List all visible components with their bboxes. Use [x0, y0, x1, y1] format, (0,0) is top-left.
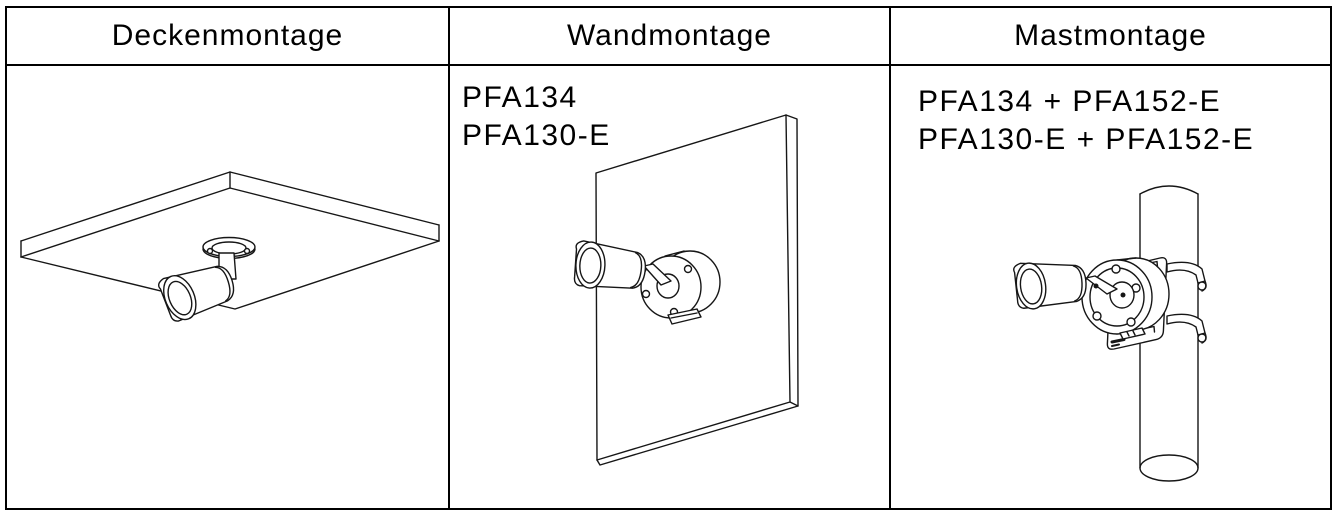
header-label-wall: Wandmontage: [566, 19, 772, 52]
product-line: PFA134 + PFA152-E: [918, 85, 1222, 118]
bullet-camera: [1012, 258, 1088, 312]
ceiling-slab: [20, 171, 440, 310]
header-cell-wall-mount: Wandmontage: [448, 8, 889, 66]
pole-mount-illustration: [1012, 185, 1207, 482]
header-cell-ceiling-mount: Deckenmontage: [7, 8, 448, 66]
product-line: PFA134: [462, 81, 578, 114]
product-line: PFA130-E: [462, 119, 611, 152]
mounting-arm: [643, 263, 672, 286]
cell-pole-mount: PFA134 + PFA152-E PFA130-E + PFA152-E: [889, 66, 1330, 508]
pole-strap-upper: [1166, 261, 1207, 292]
header-label-ceiling: Deckenmontage: [111, 19, 344, 52]
wall-mount-illustration: [569, 114, 799, 466]
wall-panel: [595, 114, 799, 466]
mounting-arm: [1085, 275, 1118, 295]
header-label-pole: Mastmontage: [1014, 19, 1207, 52]
product-line: PFA130-E + PFA152-E: [918, 123, 1255, 156]
mount-flange: [202, 236, 256, 280]
bullet-camera: [569, 237, 649, 298]
product-codes-wall: PFA134 PFA130-E: [462, 79, 611, 155]
header-cell-pole-mount: Mastmontage: [889, 8, 1330, 66]
product-codes-pole: PFA134 + PFA152-E PFA130-E + PFA152-E: [918, 83, 1254, 159]
junction-box: [640, 250, 721, 325]
pole-strap-lower: [1166, 313, 1207, 344]
mounting-options-table: Deckenmontage Wandmontage Mastmontage: [5, 6, 1332, 510]
ceiling-mount-illustration: [20, 171, 440, 327]
cell-wall-mount: [448, 66, 889, 508]
cell-ceiling-mount: [7, 66, 448, 508]
